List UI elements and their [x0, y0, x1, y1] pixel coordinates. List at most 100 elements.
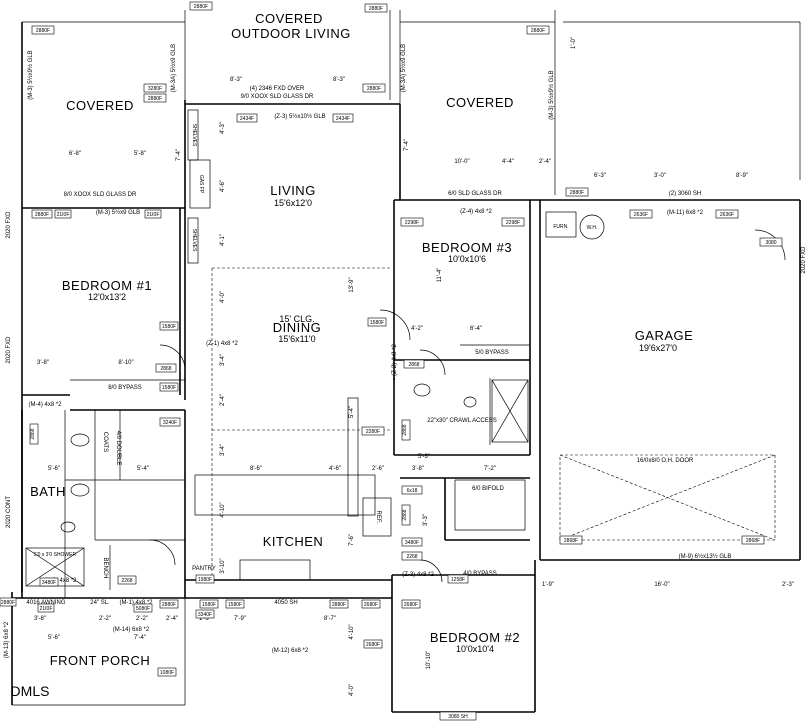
svg-text:2680F: 2680F [366, 642, 380, 648]
living-dim: 15'6x12'0 [274, 198, 312, 208]
note-glb-m12: (M-12) 6x8 *2 [272, 648, 309, 654]
svg-text:1580F: 1580F [162, 324, 176, 330]
tag: 3240F [159, 417, 181, 427]
tag: 21I0F [54, 209, 72, 219]
svg-text:5080F: 5080F [136, 606, 150, 612]
dim-label: 8'-7" [324, 616, 336, 622]
dim-label: 1'-9" [199, 616, 211, 622]
dim-label: 6'-3" [594, 173, 606, 179]
svg-text:3080: 3080 [765, 240, 776, 246]
dim-label: 3'-8" [37, 360, 49, 366]
note-oh-door: 16/0x8/0 O.H. DOOR [637, 458, 694, 464]
dim-label: 5'-4" [137, 466, 149, 472]
svg-text:1080F: 1080F [160, 670, 174, 676]
note-glb-m13: (M-13) 6x8 *2 [4, 621, 10, 658]
dim-label: 2'-4" [220, 394, 226, 406]
covered-left-label: COVERED [66, 98, 134, 113]
dining-dim: 15'6x11'0 [278, 334, 315, 344]
note-bifold: 6/0 BIFOLD [472, 486, 504, 492]
tag: 2880F [31, 209, 53, 219]
tag: 3340F [195, 609, 215, 619]
bedroom3-dim: 10'0x10'6 [448, 254, 486, 264]
note-glb-left: (M-3) 5½x9 GLB [96, 209, 140, 216]
garage-label: GARAGE [635, 328, 694, 343]
svg-text:2880F: 2880F [35, 212, 49, 218]
tag: 2868 [401, 504, 411, 526]
note-glb-top: (Z-3) 5½x10½ GLB [274, 113, 325, 120]
dim-label: 5'-6" [48, 466, 60, 472]
dim-label: 1'-0" [571, 37, 577, 49]
dim-label: 8'-10" [118, 360, 133, 366]
note-glb-garage: (M-11) 6x8 *2 [667, 210, 704, 216]
svg-text:2868F: 2868F [564, 538, 578, 544]
svg-text:2280F: 2280F [366, 429, 380, 435]
dimensions: 8'-3" 8'-3" 6'-8" 5'-8" 10'-0" 4'-4" 2'-… [34, 37, 794, 696]
tag: 2880F [362, 83, 386, 93]
dim-label: 5'-6" [48, 635, 60, 641]
tag: 5080F [133, 603, 153, 613]
tag: 3080 [759, 237, 783, 247]
tag: 2268 [117, 575, 137, 585]
dim-label: 5'-8" [134, 151, 146, 157]
tag: 2880F [565, 187, 589, 197]
svg-text:2434F: 2434F [336, 116, 350, 122]
dim-label: 2'-2" [99, 616, 111, 622]
bath-label: BATH [30, 484, 66, 499]
dim-label: 2'-6" [372, 466, 384, 472]
svg-text:3480F: 3480F [42, 580, 56, 586]
tag: 2868 [401, 419, 411, 441]
tag: 2636F [629, 209, 653, 219]
tag: 1580F [199, 599, 219, 609]
note-sh-4050: 4050 SH [274, 600, 297, 606]
note-garage-sh: (2) 3060 SH [669, 191, 701, 197]
note-glb-m3-left: (M-3) 5½x9½ GLB [27, 50, 34, 99]
note-cont-left: 2020 CONT [6, 496, 12, 528]
tag: 6x18 [401, 485, 423, 495]
dim-label: 4'-6" [329, 466, 341, 472]
garage-dim: 19'6x27'0 [639, 343, 677, 353]
note-glb-m3a-right: (M-3A) 5½x9 GLB [400, 44, 407, 92]
note-bypass-br1: 8/0 BYPASS [108, 385, 142, 391]
tag: 2880F [0, 597, 17, 607]
tag: 1258F [447, 574, 469, 584]
covered-right-label: COVERED [446, 95, 514, 110]
tag: 2868 [155, 363, 177, 373]
svg-text:2880F: 2880F [194, 4, 208, 10]
tag: 1080F [157, 667, 177, 677]
note-bench: BENCH [102, 557, 108, 578]
dim-label: 7'-2" [484, 466, 496, 472]
dim-label: 6'-4" [470, 326, 482, 332]
ceiling-height-label: 15' CLG. [279, 314, 314, 324]
svg-text:3080 SH: 3080 SH [448, 714, 468, 720]
tag: 2880F [526, 25, 550, 35]
tag: 2880F [143, 93, 167, 103]
note-awning: 4016 AWNING [26, 600, 65, 606]
dim-label: 2'-2" [136, 616, 148, 622]
front-porch-label: FRONT PORCH [50, 653, 151, 668]
note-glass-door-top: (4) 2346 FXD OVER [250, 86, 305, 92]
tag: 3480F [401, 537, 423, 547]
note-shelves-2: SHELVES [191, 229, 197, 252]
kitchen-label: KITCHEN [263, 534, 324, 549]
note-pantry: PANTRY [192, 566, 216, 572]
dim-label: 10'-0" [454, 159, 469, 165]
tag: 1580F [159, 321, 179, 331]
tag: 1980F [195, 574, 215, 584]
watermark-text: DMLS [11, 683, 50, 699]
note-crawl-access: 22"x30" CRAWL ACCESS [427, 418, 497, 424]
note-glb-m1: (M-1) 4x8 *2 [119, 600, 153, 606]
tag: 2868 [29, 423, 39, 445]
tag: 2868F [559, 535, 583, 545]
dim-label: 7'-6" [349, 534, 355, 546]
dim-label: 4'-6" [220, 180, 226, 192]
svg-text:2880F: 2880F [367, 86, 381, 92]
note-fxd-right: 2020 FXD [801, 246, 807, 274]
note-glb-z1: (Z-1) 4x8 *2 [206, 341, 238, 347]
note-glass-door-left: 8/0 XOOX SLD GLASS DR [64, 192, 137, 198]
dim-label: 5'-3" [418, 454, 430, 460]
svg-text:1580F: 1580F [162, 385, 176, 391]
dim-label: 11'-4" [437, 268, 443, 283]
svg-text:3240F: 3240F [163, 420, 177, 426]
dim-label: 3'-3" [423, 514, 429, 526]
dim-label: 7'-4" [404, 139, 410, 151]
